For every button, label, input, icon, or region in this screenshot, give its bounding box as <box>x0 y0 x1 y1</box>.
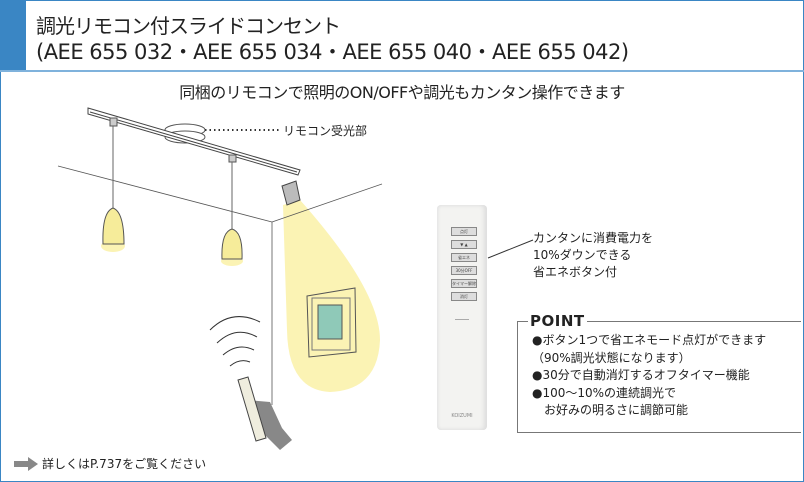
header-divider <box>0 70 804 72</box>
callout-leader <box>487 239 534 259</box>
pendant-light <box>101 117 125 252</box>
page-reference-text: 詳しくはP.737をご覧ください <box>42 457 207 471</box>
room-lines <box>57 165 383 405</box>
remote-control: 点灯 ▼ ▲ 省エネ 30分OFF タイマー解除 消灯 KOIZUMI <box>437 205 487 430</box>
point-item: ●ボタン1つで省エネモード点灯ができます <box>532 333 767 347</box>
remote-button-eco: 省エネ <box>451 253 477 262</box>
point-title: POINT <box>528 312 587 330</box>
hand-with-remote <box>237 376 292 450</box>
page-reference: 詳しくはP.737をご覧ください <box>14 455 206 472</box>
subtitle: 同梱のリモコンで照明のON/OFFや調光もカンタン操作できます <box>179 83 625 102</box>
point-item: ●30分で自動消灯するオフタイマー機能 <box>532 368 750 382</box>
page-title: 調光リモコン付スライドコンセント <box>36 14 341 38</box>
receiver-label: リモコン受光部 <box>283 124 368 138</box>
remote-emitter <box>455 319 469 320</box>
model-numbers: (AEE 655 032・AEE 655 034・AEE 655 040・AEE… <box>36 40 629 64</box>
remote-button-on: 点灯 <box>451 227 477 236</box>
light-beam <box>283 200 380 392</box>
callout-line: 省エネボタン付 <box>533 265 618 279</box>
spotlight <box>281 180 301 206</box>
point-item: （90%調光状態になります） <box>532 350 691 365</box>
pendant-light <box>221 154 243 266</box>
point-item: ●100〜10%の連続調光で <box>532 385 677 400</box>
callout-line: 10%ダウンできる <box>533 248 632 262</box>
lighting-rail <box>87 107 301 176</box>
header-accent-bar <box>0 0 26 70</box>
eco-callout: カンタンに消費電力を 10%ダウンできる 省エネボタン付 <box>533 230 653 281</box>
remote-button-timer-cancel: タイマー解除 <box>451 279 477 288</box>
signal-waves-icon <box>209 316 261 367</box>
remote-brand: KOIZUMI <box>451 413 473 419</box>
remote-button-off: 消灯 <box>451 292 477 301</box>
point-item: お好みの明るさに調節可能 <box>532 403 689 417</box>
picture-frame <box>306 287 357 358</box>
callout-line: カンタンに消費電力を <box>533 231 654 245</box>
arrow-right-icon <box>14 456 38 471</box>
remote-button-30min-off: 30分OFF <box>451 266 477 275</box>
point-box: POINT ●ボタン1つで省エネモード点灯ができます （90%調光状態になります… <box>517 312 801 433</box>
remote-button-dim: ▼ ▲ <box>451 240 477 249</box>
